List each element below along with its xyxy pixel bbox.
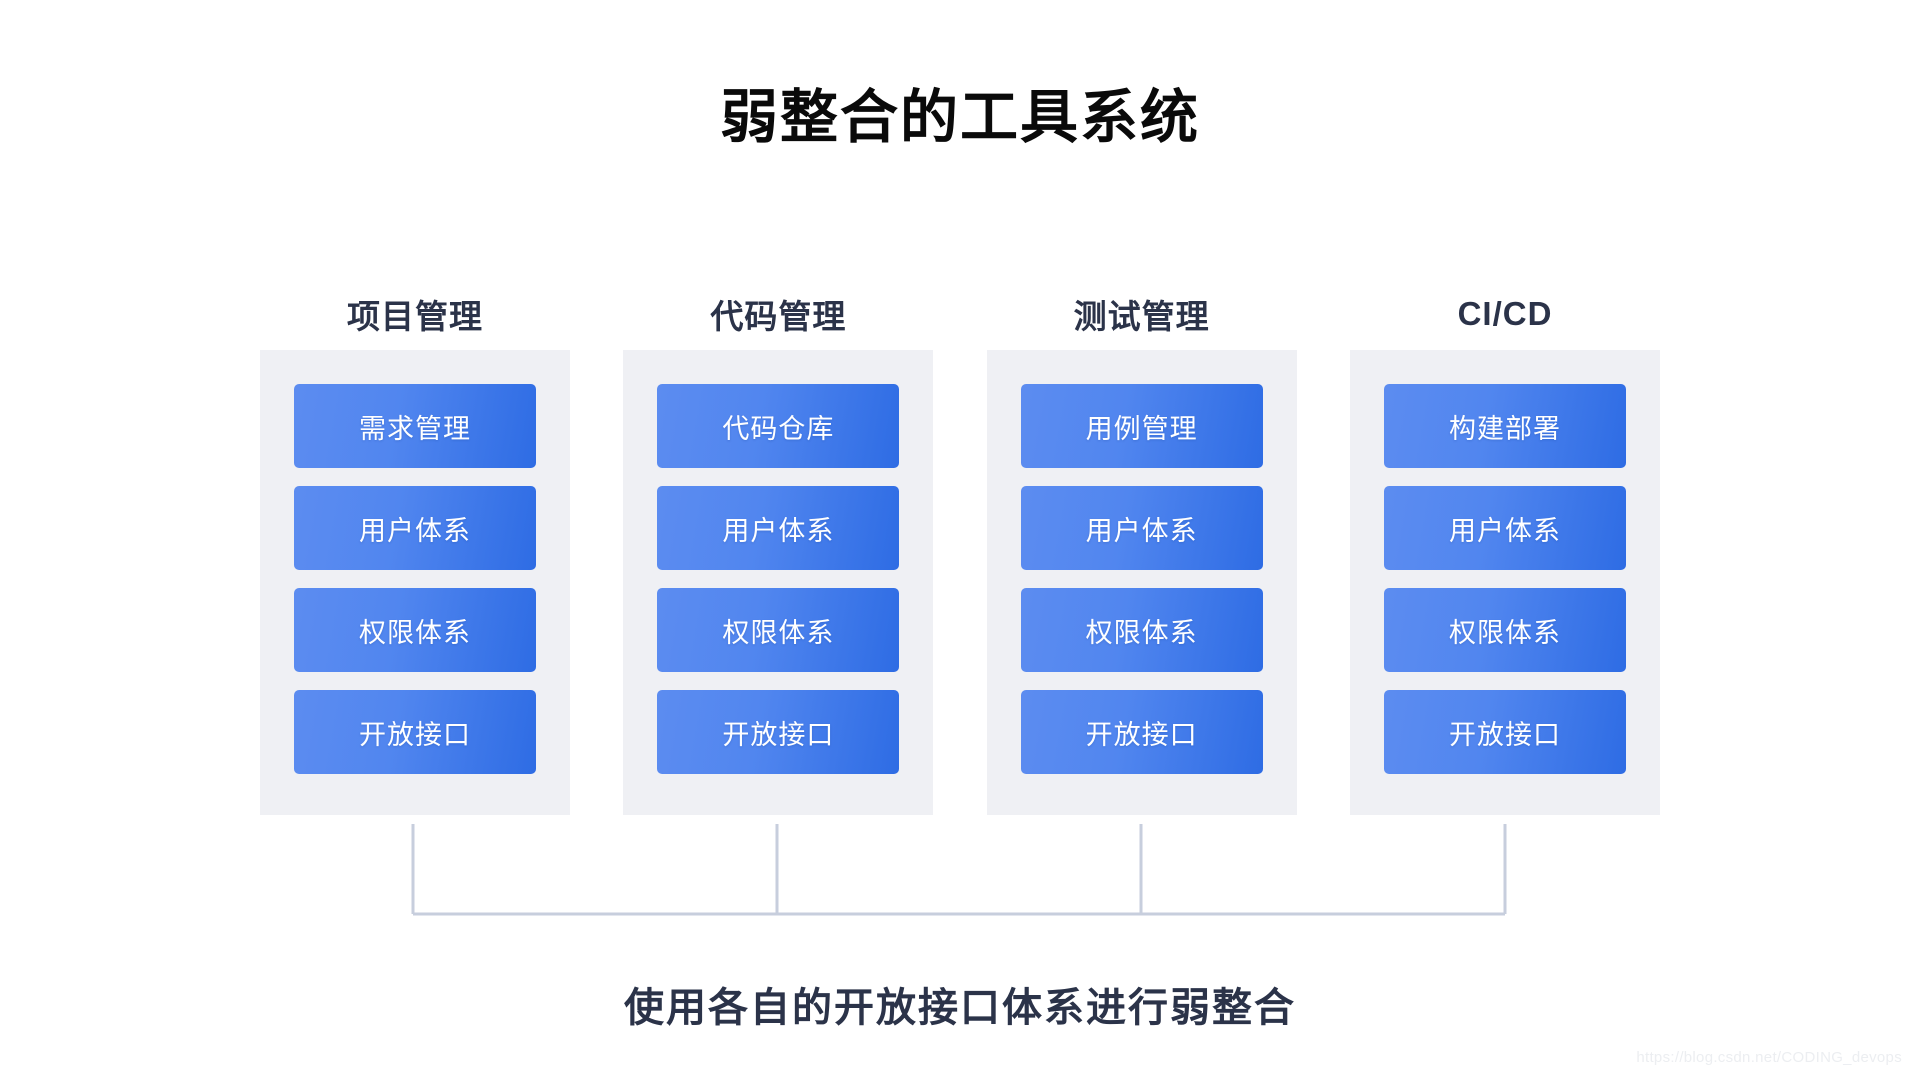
item-box[interactable]: 开放接口 <box>1020 690 1263 774</box>
item-box[interactable]: 权限体系 <box>1383 588 1626 672</box>
column-header: 测试管理 <box>1073 298 1210 335</box>
item-box[interactable]: 权限体系 <box>294 588 536 672</box>
item-box[interactable]: 用户体系 <box>1383 486 1626 570</box>
item-box[interactable]: 开放接口 <box>657 690 900 774</box>
item-box[interactable]: 用户体系 <box>657 486 900 570</box>
column-panel: 代码仓库 用户体系 权限体系 开放接口 <box>623 350 934 815</box>
item-box[interactable]: 用户体系 <box>294 486 536 570</box>
item-box[interactable]: 代码仓库 <box>657 384 900 468</box>
caption-text: 使用各自的开放接口体系进行弱整合 <box>624 986 1296 1030</box>
column-header: 项目管理 <box>347 298 483 335</box>
column-panel: 用例管理 用户体系 权限体系 开放接口 <box>986 350 1297 815</box>
column-panel: 构建部署 用户体系 权限体系 开放接口 <box>1349 350 1660 815</box>
column-header: 代码管理 <box>710 298 847 335</box>
column-project-management: 项目管理 需求管理 用户体系 权限体系 开放接口 <box>260 278 570 838</box>
item-box[interactable]: 权限体系 <box>1020 588 1263 672</box>
item-box[interactable]: 用例管理 <box>1020 384 1263 468</box>
column-code-management: 代码管理 代码仓库 用户体系 权限体系 开放接口 <box>623 278 934 838</box>
columns-container: 项目管理 需求管理 用户体系 权限体系 开放接口 代码管理 代码仓库 用户体系 … <box>260 278 1660 838</box>
item-box[interactable]: 权限体系 <box>657 588 900 672</box>
item-box[interactable]: 开放接口 <box>1383 690 1626 774</box>
column-ci-cd: CI/CD 构建部署 用户体系 权限体系 开放接口 <box>1349 278 1660 838</box>
column-panel: 需求管理 用户体系 权限体系 开放接口 <box>260 350 570 815</box>
bracket-connector <box>411 824 1507 916</box>
item-box[interactable]: 需求管理 <box>294 384 536 468</box>
column-header: CI/CD <box>1457 295 1553 332</box>
column-test-management: 测试管理 用例管理 用户体系 权限体系 开放接口 <box>986 278 1297 838</box>
watermark-text: https://blog.csdn.net/CODING_devops <box>1636 1049 1902 1066</box>
item-box[interactable]: 开放接口 <box>294 690 536 774</box>
item-box[interactable]: 用户体系 <box>1020 486 1263 570</box>
bracket-lines <box>411 824 1507 916</box>
page-title: 弱整合的工具系统 <box>719 85 1200 150</box>
item-box[interactable]: 构建部署 <box>1383 384 1626 468</box>
